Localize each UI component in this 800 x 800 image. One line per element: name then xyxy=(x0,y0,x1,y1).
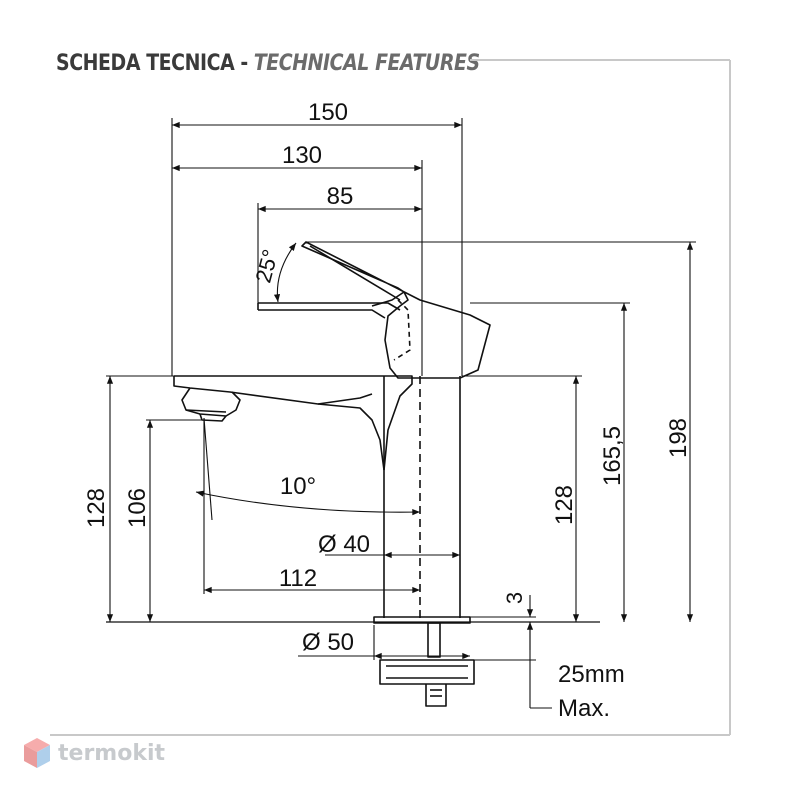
page-title: SCHEDA TECNICA - TECHNICAL FEATURES xyxy=(56,46,480,80)
dimension-lines xyxy=(106,118,696,709)
dim-128-left: 128 xyxy=(83,488,110,528)
dim-85: 85 xyxy=(327,183,354,210)
frame-border xyxy=(50,59,731,736)
dim-150: 150 xyxy=(308,99,348,126)
dim-angle-10: 10° xyxy=(280,473,316,500)
brand-name: termokit xyxy=(58,740,166,766)
dim-deck-max: Max. xyxy=(558,695,610,722)
faucet-body xyxy=(173,241,491,707)
dim-198: 198 xyxy=(665,418,692,458)
dim-130: 130 xyxy=(282,142,322,169)
dim-3: 3 xyxy=(502,592,527,604)
dim-deck-25mm: 25mm xyxy=(558,661,625,688)
title-italian: SCHEDA TECNICA xyxy=(56,50,235,76)
title-separator: - xyxy=(240,50,248,76)
dim-165-5: 165,5 xyxy=(599,426,626,486)
dim-106: 106 xyxy=(124,488,151,528)
dim-112: 112 xyxy=(279,565,317,592)
brand-cube-icon xyxy=(24,738,50,768)
dim-128-right: 128 xyxy=(551,485,578,525)
title-english: TECHNICAL FEATURES xyxy=(253,50,480,76)
brand-watermark: termokit xyxy=(22,736,165,770)
dim-diameter-50: Ø 50 xyxy=(302,629,354,656)
dim-diameter-40: Ø 40 xyxy=(318,531,370,558)
